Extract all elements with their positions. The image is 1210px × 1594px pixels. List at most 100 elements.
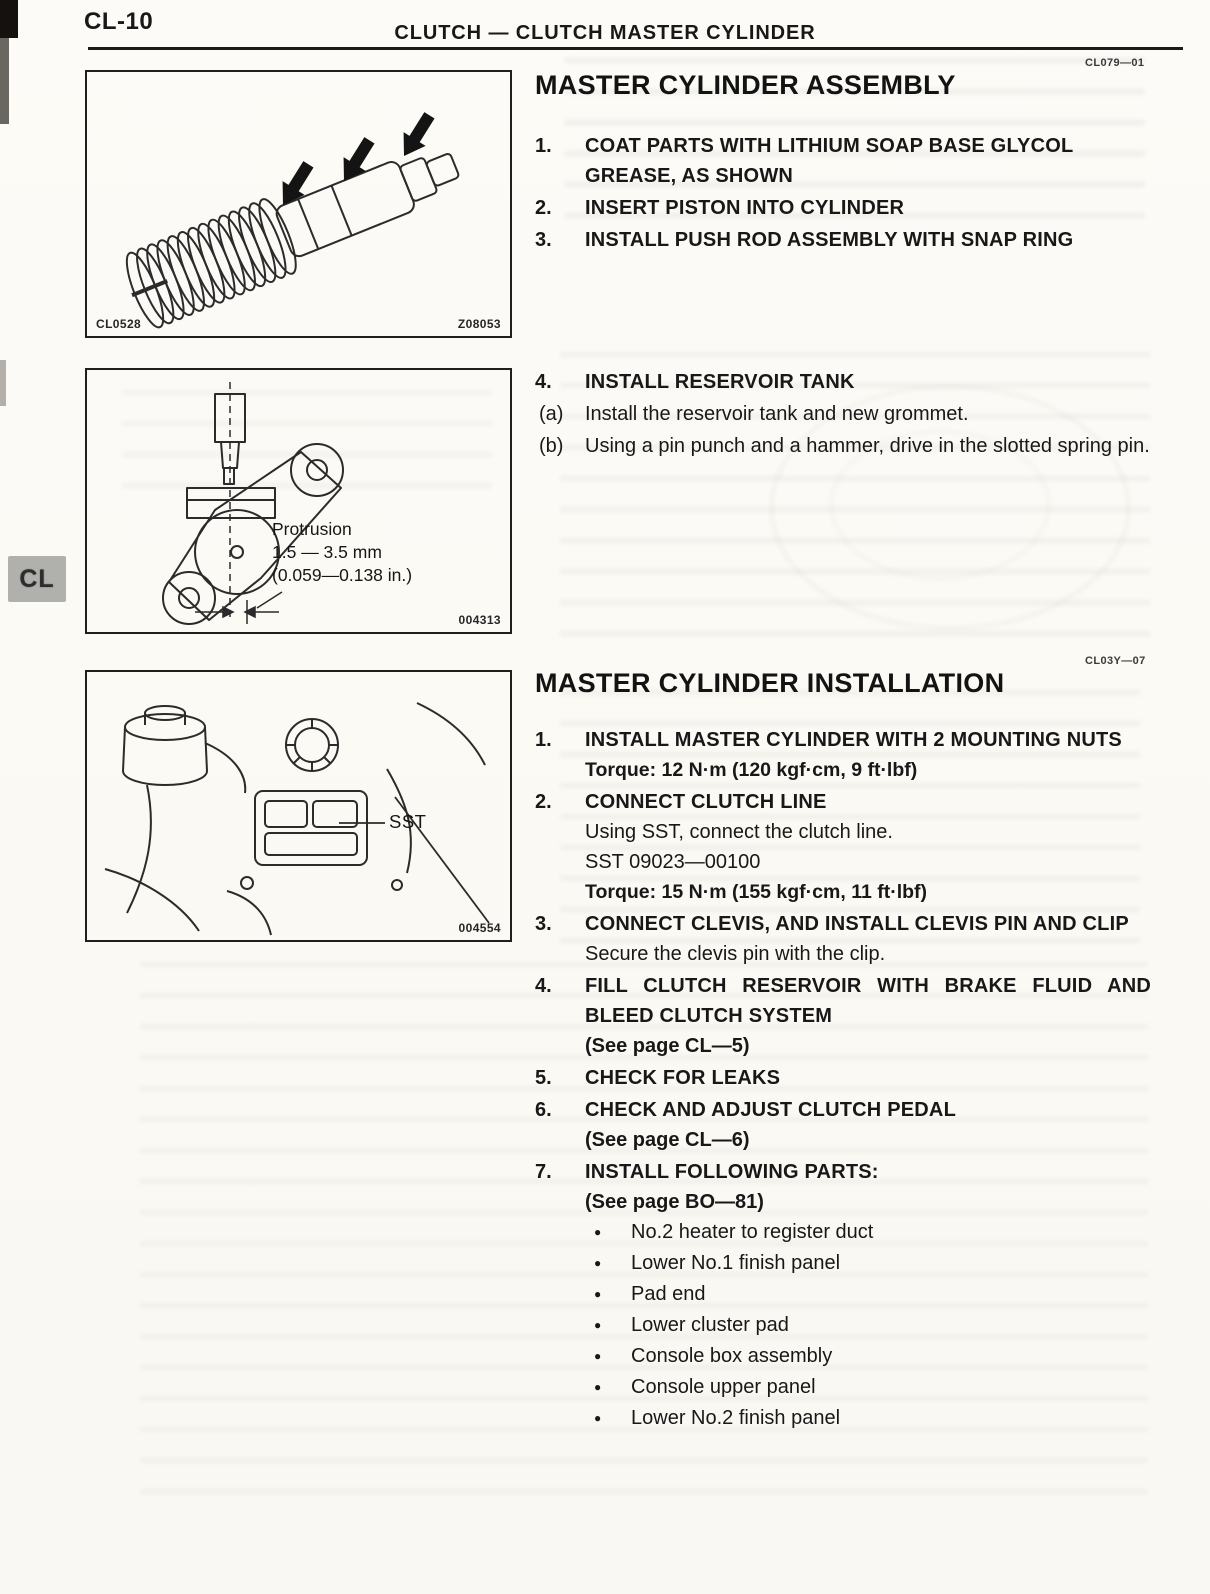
- step-3: 3. INSTALL PUSH ROD ASSEMBLY WITH SNAP R…: [535, 225, 1151, 255]
- section-tab-label: CL: [19, 564, 55, 593]
- bleed-through: [560, 690, 1140, 956]
- bullet-text: Pad end: [631, 1283, 706, 1305]
- step-title: CONNECT CLEVIS, AND INSTALL CLEVIS PIN A…: [585, 913, 1129, 935]
- coil-spring: [125, 153, 460, 329]
- list-item: ● No.2 heater to register duct: [585, 1217, 1151, 1248]
- step-text: Secure the clevis pin with the clip.: [585, 943, 886, 965]
- bullet-text: Lower No.1 finish panel: [631, 1252, 841, 1274]
- page-reference: (See page CL—5): [585, 1035, 750, 1057]
- section-title: MASTER CYLINDER ASSEMBLY: [535, 70, 956, 100]
- step-title: CHECK FOR LEAKS: [585, 1067, 781, 1089]
- bullet-icon: ●: [594, 1225, 602, 1239]
- step-7: 7. INSTALL FOLLOWING PARTS: (See page BO…: [535, 1157, 1151, 1434]
- substep-label: (a): [539, 403, 564, 425]
- step-number: 5.: [535, 1067, 552, 1089]
- scan-artifact: [0, 360, 6, 406]
- bullet-icon: ●: [594, 1318, 602, 1332]
- step-number: 1.: [535, 135, 552, 157]
- callout-line: Protrusion: [272, 519, 352, 539]
- step-title: INSTALL PUSH ROD ASSEMBLY WITH SNAP RING: [585, 229, 1074, 251]
- figure-ref-code: CL03Y—07: [1085, 655, 1146, 667]
- protrusion-callout: Protrusion 1.5 — 3.5 mm (0.059—0.138 in.…: [272, 518, 412, 587]
- section-title: MASTER CYLINDER INSTALLATION: [535, 668, 1005, 698]
- step-title: INSTALL FOLLOWING PARTS:: [585, 1161, 879, 1183]
- figure-code: CL0528: [96, 317, 142, 331]
- torque-spec: Torque: 12 N·m (120 kgf·cm, 9 ft·lbf): [585, 759, 918, 781]
- spring-piston-illustration: [125, 112, 460, 329]
- bullet-text: Lower cluster pad: [631, 1314, 789, 1336]
- list-item: ● Lower cluster pad: [585, 1310, 1151, 1341]
- step-1: 1. INSTALL MASTER CYLINDER WITH 2 MOUNTI…: [535, 725, 1151, 785]
- bullet-text: No.2 heater to register duct: [631, 1221, 874, 1243]
- substep-a: (a) Install the reservoir tank and new g…: [535, 399, 1151, 429]
- step-text: Using SST, connect the clutch line.: [585, 821, 893, 843]
- substep-text: Using a pin punch and a hammer, drive in…: [585, 435, 1150, 457]
- step-number: 4.: [535, 371, 552, 393]
- step-title: INSTALL MASTER CYLINDER WITH 2 MOUNTING …: [585, 729, 1122, 751]
- step-number: 3.: [535, 913, 552, 935]
- section-master-cylinder-installation: MASTER CYLINDER INSTALLATION 1. INSTALL …: [535, 668, 1151, 1436]
- hoses-and-lines: [104, 702, 486, 936]
- figure-engine-bay-sst: SST 004554: [85, 670, 512, 942]
- step-4: 4. INSTALL RESERVOIR TANK: [535, 367, 1151, 397]
- bullet-icon: ●: [594, 1411, 602, 1425]
- grease-point-arrows: [282, 112, 435, 205]
- relay-box: [254, 790, 368, 866]
- step-title: COAT PARTS WITH LITHIUM SOAP BASE GLYCOL…: [585, 135, 1074, 187]
- figure-code: Z08053: [457, 317, 501, 331]
- bullet-icon: ●: [594, 1349, 602, 1363]
- scan-artifact: [0, 38, 9, 124]
- page-reference: (See page BO—81): [585, 1191, 764, 1213]
- bullet-icon: ●: [594, 1256, 602, 1270]
- section-master-cylinder-assembly: MASTER CYLINDER ASSEMBLY 1. COAT PARTS W…: [535, 70, 1151, 463]
- engine-bay-illustration: [104, 702, 490, 936]
- page-number: CL-10: [84, 8, 154, 35]
- figure-code: 004313: [458, 613, 501, 627]
- sst-leader-line: [339, 796, 490, 924]
- figure-master-cylinder-assembly: CL0528 Z08053: [85, 70, 512, 338]
- piston: [275, 153, 460, 258]
- substep-text: Install the reservoir tank and new gromm…: [585, 403, 969, 425]
- step-number: 3.: [535, 229, 552, 251]
- brake-reservoir: [122, 705, 208, 786]
- scan-artifact: [0, 0, 18, 38]
- bracket: [162, 443, 344, 625]
- section-tab: CL: [8, 556, 66, 602]
- step-4: 4. FILL CLUTCH RESERVOIR WITH BRAKE FLUI…: [535, 971, 1151, 1061]
- step-number: 4.: [535, 975, 552, 997]
- figure-ref-code: CL079—01: [1085, 57, 1145, 69]
- step-6: 6. CHECK AND ADJUST CLUTCH PEDAL (See pa…: [535, 1095, 1151, 1155]
- bleed-through: [565, 58, 1145, 226]
- step-number: 2.: [535, 791, 552, 813]
- callout-line: 1.5 — 3.5 mm: [272, 542, 382, 563]
- step-title: CHECK AND ADJUST CLUTCH PEDAL: [585, 1099, 956, 1121]
- measurement-arrows: [195, 591, 283, 619]
- step-1: 1. COAT PARTS WITH LITHIUM SOAP BASE GLY…: [535, 131, 1151, 191]
- reservoir-pin-illustration: [162, 382, 344, 625]
- sst-label: SST: [389, 811, 427, 832]
- callout-line: (0.059—0.138 in.): [272, 565, 413, 586]
- step-title: INSERT PISTON INTO CYLINDER: [585, 197, 905, 219]
- bleed-through: [140, 962, 1148, 1518]
- step-title: FILL CLUTCH RESERVOIR WITH BRAKE FLUID A…: [585, 975, 1151, 1027]
- page-title: CLUTCH — CLUTCH MASTER CYLINDER: [394, 22, 816, 44]
- list-item: ● Console upper panel: [585, 1372, 1151, 1403]
- step-number: 1.: [535, 729, 552, 751]
- list-item: ● Lower No.2 finish panel: [585, 1403, 1151, 1434]
- list-item: ● Lower No.1 finish panel: [585, 1248, 1151, 1279]
- step-title: INSTALL RESERVOIR TANK: [585, 371, 855, 393]
- step-number: 2.: [535, 197, 552, 219]
- step-number: 6.: [535, 1099, 552, 1121]
- header-rule: [88, 47, 1183, 50]
- list-item: ● Pad end: [585, 1279, 1151, 1310]
- step-2: 2. INSERT PISTON INTO CYLINDER: [535, 193, 1151, 223]
- bullet-text: Console upper panel: [631, 1376, 816, 1398]
- step-number: 7.: [535, 1161, 552, 1183]
- step-5: 5. CHECK FOR LEAKS: [535, 1063, 1151, 1093]
- step-2: 2. CONNECT CLUTCH LINE Using SST, connec…: [535, 787, 1151, 907]
- bleed-through-figure: [770, 385, 1130, 630]
- figure-code: 004554: [458, 921, 501, 935]
- figure-reservoir-tank-pin: Protrusion 1.5 — 3.5 mm (0.059—0.138 in.…: [85, 368, 512, 634]
- step-title: CONNECT CLUTCH LINE: [585, 791, 827, 813]
